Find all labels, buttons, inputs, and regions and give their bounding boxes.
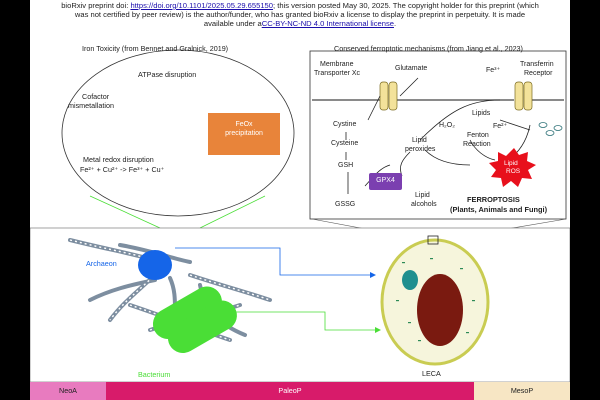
cofactor-label: Cofactor	[82, 92, 110, 101]
gssg-label: GSSG	[335, 201, 356, 208]
transporter-xc-right	[388, 81, 398, 111]
timeline-label-mesop: MesoP	[510, 386, 534, 395]
leca-organelles	[396, 258, 475, 342]
glutamate-label: Glutamate	[395, 65, 428, 72]
lipid-ros-burst	[489, 148, 536, 187]
timeline-mesop	[474, 382, 570, 400]
bacterium-arrowhead	[375, 327, 381, 333]
gsh-label: GSH	[338, 162, 354, 169]
transporter-xc-label: Transporter Xc	[314, 70, 361, 77]
gpx4-label: GPX4	[376, 177, 395, 184]
ferro-panel-title: Conserved ferroptotic mechanisms (from J…	[334, 44, 523, 53]
fe2-label: Fe²⁺	[493, 123, 508, 130]
transporter-xc-left	[379, 81, 389, 111]
redox-title: Metal redox disruption	[83, 155, 154, 164]
leca-label: LECA	[422, 369, 441, 378]
timeline-label-neoa: NeoA	[59, 386, 77, 395]
doi-link[interactable]: https://doi.org/10.1101/2025.05.29.65515…	[130, 1, 274, 10]
fe3-label: Fe³⁺	[486, 67, 501, 74]
ferroptosis-subtitle: (Plants, Animals and Fungi)	[450, 205, 548, 214]
header-line-1: bioRxiv preprint doi: https://doi.org/10…	[30, 1, 570, 10]
fenton-line1: Fenton	[467, 132, 489, 139]
membrane-label: Membrane	[320, 61, 354, 68]
ferroptosis-label: FERROPTOSIS	[467, 195, 520, 204]
receptor-label: Receptor	[524, 70, 553, 77]
figure-graphics	[30, 49, 570, 400]
lipid-alcohols-line2: alcohols	[411, 201, 437, 208]
redox-equation: Fe²⁺ + Cu²⁺ -> Fe³⁺ + Cu⁺	[80, 165, 165, 174]
lipid-peroxides-line2: peroxides	[405, 146, 436, 153]
leca-vacuole	[402, 270, 418, 290]
lipids-label: Lipids	[472, 110, 491, 117]
lipid-peroxides-line1: Lipid	[412, 137, 427, 144]
feox-label: FeOx	[235, 121, 253, 128]
bacterium-cells	[152, 286, 237, 353]
lipid-ros-line1: Lipid	[504, 160, 518, 167]
lipid-ros-line2: ROS	[506, 168, 521, 175]
header-prefix: bioRxiv preprint doi:	[61, 1, 131, 10]
cystine-label: Cystine	[333, 121, 357, 128]
fenton-line2: Reaction	[463, 141, 491, 148]
archaeon-cell	[138, 250, 172, 280]
timeline-neoa	[30, 382, 106, 400]
timeline-paleop	[106, 382, 474, 400]
bacterium-arrow	[230, 311, 375, 331]
leca-zoom-box	[427, 235, 439, 245]
transferrin-receptor-left	[514, 81, 524, 111]
archaeon-arrow	[175, 247, 370, 276]
mismetallation-label: mismetallation	[68, 101, 114, 110]
cysteine-label: Cysteine	[331, 140, 359, 147]
iron-toxicity-ellipse	[61, 49, 295, 217]
header-line-2: was not certified by peer review) is the…	[74, 10, 526, 19]
license-link[interactable]: CC-BY-NC-ND 4.0 International license	[261, 19, 394, 28]
header-line-3: available under aCC-BY-NC-ND 4.0 Interna…	[30, 19, 570, 28]
atpase-label: ATPase disruption	[138, 70, 197, 79]
iron-panel-title: Iron Toxicity (from Bennet and Gralnick,…	[82, 44, 229, 53]
lipid-alcohols-line1: Lipid	[415, 192, 430, 199]
gpx4-box	[369, 173, 402, 190]
header-suffix: ; this version posted May 30, 2025. The …	[273, 1, 539, 10]
bacterium-label: Bacterium	[138, 370, 171, 379]
timeline-label-paleop: PaleoP	[278, 386, 302, 395]
transferrin-label: Transferrin	[520, 61, 554, 68]
leca-nucleus	[417, 274, 463, 346]
green-connectors	[89, 195, 266, 229]
archaeon-arrowhead	[370, 272, 376, 278]
h2o2-label: H₂O₂	[439, 122, 455, 129]
precipitation-label: precipitation	[225, 130, 263, 137]
ferroptosis-box	[309, 50, 567, 220]
archaeon-label: Archaeon	[86, 259, 117, 268]
license-prefix: available under a	[203, 19, 262, 28]
transferrin-ovals	[538, 122, 563, 136]
license-suffix: .	[393, 19, 397, 28]
preprint-sheet: bioRxiv preprint doi: https://doi.org/10…	[30, 0, 570, 400]
transferrin-receptor-right	[523, 81, 533, 111]
feox-box	[208, 113, 280, 155]
